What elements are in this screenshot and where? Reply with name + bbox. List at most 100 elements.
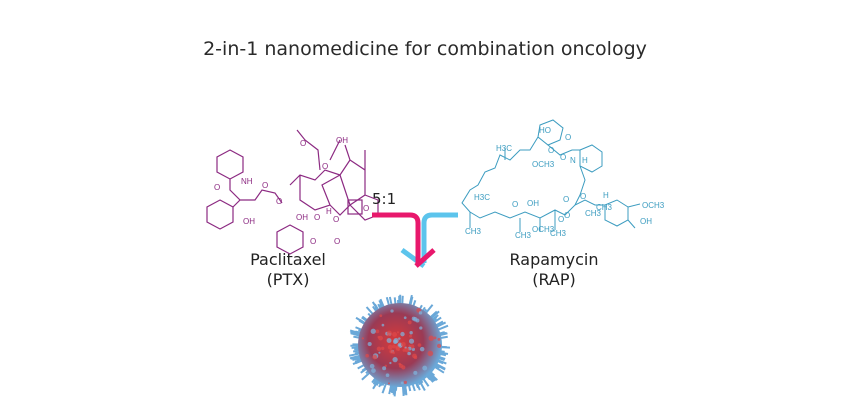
diagram-title: 2-in-1 nanomedicine for combination onco… — [203, 38, 647, 60]
paclitaxel-structure — [206, 129, 379, 255]
particle-speckle — [379, 314, 383, 318]
particle-speckle — [411, 347, 415, 352]
particle-speckle — [409, 334, 412, 338]
particle-speckle — [384, 364, 387, 368]
particle-speckle — [408, 344, 411, 348]
particle-speckle — [396, 331, 400, 334]
particle-speckle — [407, 351, 411, 356]
particle-speckle — [417, 343, 422, 347]
particle-speckle — [385, 373, 390, 378]
particle-speckle — [399, 363, 402, 366]
svg-text:NH: NH — [241, 177, 253, 186]
particle-speckle — [400, 341, 406, 347]
particle-speckle — [367, 341, 372, 347]
particle-speckle — [410, 344, 415, 349]
particle-speckle — [370, 328, 376, 334]
particle-speckle — [381, 346, 385, 351]
particle-speckle — [397, 348, 400, 351]
svg-text:OH: OH — [296, 213, 308, 222]
paclitaxel-atom-labels: NH O OH O O O OH O OH H O O O O O — [214, 136, 369, 246]
particle-speckle — [398, 337, 401, 340]
particle-speckle — [422, 365, 428, 371]
particle-speckle — [433, 336, 437, 340]
svg-text:CH3: CH3 — [585, 209, 602, 218]
particle-speckle — [437, 337, 441, 341]
particle-speckle — [387, 344, 393, 350]
svg-text:H: H — [603, 191, 609, 200]
rapamycin-abbr: (RAP) — [532, 270, 576, 289]
particle-speckle — [437, 343, 442, 349]
svg-text:CH3: CH3 — [550, 229, 567, 238]
particle-speckle — [400, 331, 405, 337]
particle-speckle — [378, 335, 383, 341]
particle-speckle — [390, 309, 394, 313]
particle-speckle — [419, 346, 425, 352]
svg-text:O: O — [560, 153, 566, 162]
svg-text:CH3: CH3 — [465, 227, 482, 236]
rapamycin-label: Rapamycin (RAP) — [484, 250, 624, 290]
svg-text:OH: OH — [640, 217, 652, 226]
particle-speckle — [404, 347, 410, 353]
particle-speckle — [378, 351, 381, 354]
svg-text:O: O — [565, 133, 571, 142]
svg-text:O: O — [558, 215, 564, 224]
particle-speckle — [386, 330, 392, 336]
particle-speckle — [398, 343, 402, 347]
particle-speckle — [389, 349, 394, 354]
particle-speckle — [382, 366, 387, 371]
particle-speckle — [387, 382, 391, 385]
svg-text:O: O — [310, 237, 316, 246]
paclitaxel-abbr: (PTX) — [266, 270, 310, 289]
svg-text:O: O — [214, 183, 220, 192]
svg-text:OH: OH — [336, 136, 348, 145]
nanoparticle-icon — [348, 294, 451, 397]
particle-speckle — [365, 353, 369, 358]
rap-arrow — [400, 212, 458, 269]
paclitaxel-label: Paclitaxel (PTX) — [218, 250, 358, 290]
ptx-arrow — [372, 212, 436, 268]
particle-speckle — [371, 368, 376, 373]
particle-speckle — [400, 381, 404, 385]
svg-text:H: H — [326, 207, 332, 216]
svg-text:O: O — [363, 204, 369, 213]
particle-speckle — [375, 329, 380, 334]
svg-text:OH: OH — [527, 199, 539, 208]
particle-speckle — [372, 354, 378, 360]
svg-text:O: O — [334, 237, 340, 246]
particle-speckle — [401, 365, 406, 370]
particle-speckle — [392, 332, 397, 337]
particle-speckle — [403, 316, 407, 320]
rapamycin-structure — [461, 119, 641, 232]
svg-text:OCH3: OCH3 — [532, 225, 555, 234]
particle-speckle — [361, 337, 365, 340]
particle-speckle — [428, 335, 434, 341]
particle-speckle — [386, 338, 392, 344]
svg-text:H3C: H3C — [496, 144, 512, 153]
particle-speckle — [412, 353, 417, 359]
svg-text:O: O — [262, 181, 268, 190]
particle-speckle — [413, 317, 418, 322]
svg-text:O: O — [314, 213, 320, 222]
particle-speckle — [376, 346, 382, 352]
svg-text:O: O — [563, 195, 569, 204]
svg-text:H: H — [582, 156, 588, 165]
particle-speckle — [407, 320, 412, 325]
combination-arrow — [372, 212, 458, 269]
svg-text:N: N — [570, 156, 576, 165]
ratio-label: 5:1 — [372, 190, 397, 208]
rapamycin-name: Rapamycin — [509, 250, 599, 269]
svg-text:O: O — [580, 192, 586, 201]
svg-text:HO: HO — [539, 126, 551, 135]
particle-speckle — [419, 326, 423, 330]
svg-text:OCH3: OCH3 — [532, 160, 555, 169]
particle-speckle — [381, 323, 385, 327]
svg-text:O: O — [333, 215, 339, 224]
particle-speckle — [392, 357, 398, 363]
particle-speckle — [403, 380, 407, 385]
particle-speckle — [418, 311, 423, 315]
svg-text:OH: OH — [243, 217, 255, 226]
svg-text:O: O — [512, 200, 518, 209]
particle-speckle — [389, 361, 392, 365]
